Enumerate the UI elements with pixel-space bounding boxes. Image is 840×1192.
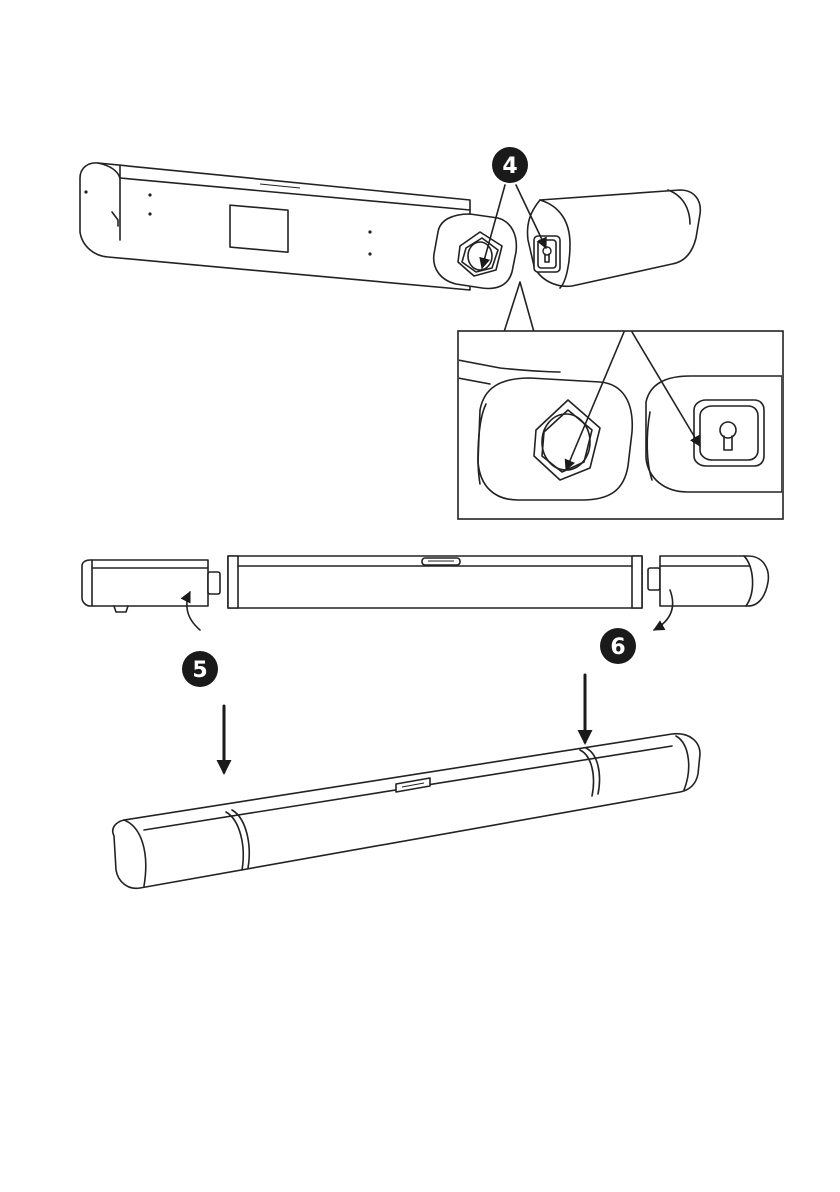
left-speaker-module-front bbox=[82, 560, 220, 612]
inset-connector-socket bbox=[694, 400, 764, 466]
zoom-pointer bbox=[504, 282, 534, 332]
step-6-badge: 6 bbox=[600, 628, 636, 664]
step-5-badge: 5 bbox=[182, 651, 218, 687]
right-speaker-module-front bbox=[648, 556, 768, 606]
right-speaker-module-detached bbox=[528, 190, 701, 288]
step-5-label: 5 bbox=[192, 658, 207, 683]
step-6-label: 6 bbox=[610, 635, 625, 660]
main-body-front bbox=[228, 556, 642, 608]
soundbar-main-body-angled bbox=[80, 163, 470, 290]
soundbar-assembled bbox=[113, 734, 700, 889]
main-body-end-cap bbox=[434, 214, 517, 288]
connector-socket bbox=[534, 236, 560, 272]
step-4-badge: 4 bbox=[492, 147, 528, 183]
step-4-label: 4 bbox=[502, 154, 517, 179]
zoom-inset bbox=[458, 331, 783, 519]
